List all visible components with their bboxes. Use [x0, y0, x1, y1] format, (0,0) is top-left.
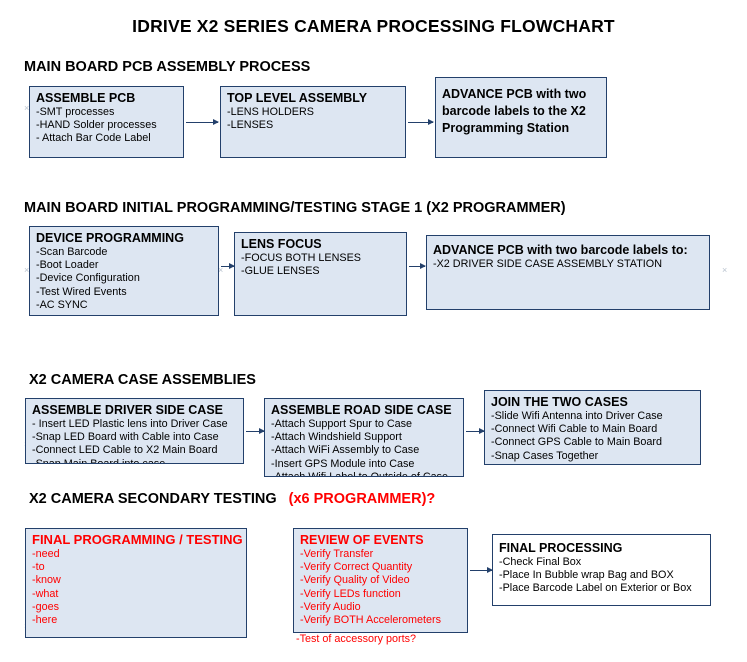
list-item: -Connect LED Cable to X2 Main Board	[32, 444, 218, 457]
list-item: -Boot Loader	[36, 259, 99, 272]
box-title: ADVANCE PCB with two barcode labels to:	[433, 243, 688, 257]
list-item: -what	[32, 587, 59, 600]
box-assemble-pcb: ASSEMBLE PCB -SMT processes -HAND Solder…	[29, 86, 184, 158]
list-item: -Connect GPS Cable to Main Board	[491, 436, 663, 449]
box-list: - Insert LED Plastic lens into Driver Ca…	[32, 418, 238, 464]
guide-tick: ×	[218, 265, 224, 275]
list-item: -Verify Transfer	[300, 548, 374, 560]
box-title: ASSEMBLE ROAD SIDE CASE	[271, 403, 452, 417]
box-title: ADVANCE PCB with two barcode labels to t…	[442, 87, 587, 135]
box-list: -Slide Wifi Antenna into Driver Case -Co…	[491, 410, 695, 464]
list-item: -GLUE LENSES	[241, 265, 320, 278]
box-title: FINAL PROCESSING	[499, 541, 623, 555]
section-heading-3: X2 CAMERA CASE ASSEMBLIES	[29, 372, 256, 388]
box-assemble-road-side-case: ASSEMBLE ROAD SIDE CASE -Attach Support …	[264, 398, 464, 477]
box-lens-focus: LENS FOCUS -FOCUS BOTH LENSES -GLUE LENS…	[234, 232, 407, 316]
list-item: -Device Configuration	[36, 272, 140, 285]
list-item: -know	[32, 574, 61, 587]
list-item: -Scan Barcode	[36, 246, 108, 258]
connector-arrow	[408, 119, 434, 125]
list-item: -Snap LED Board with Cable into Case	[32, 431, 219, 444]
connector-arrow	[409, 263, 426, 269]
box-list: -Verify Transfer -Verify Correct Quantit…	[300, 548, 462, 627]
list-item: -Attach Wifi Label to Outside of Case	[271, 470, 449, 477]
connector-arrow	[246, 428, 265, 434]
box-list: -Check Final Box -Place In Bubble wrap B…	[499, 556, 705, 596]
list-item: -Verify Correct Quantity	[300, 561, 413, 574]
list-item: -Insert GPS Module into Case	[271, 457, 415, 470]
list-item: -Connect Wifi Cable to Main Board	[491, 423, 658, 436]
list-item: -X2 DRIVER SIDE CASE ASSEMBLY STATION	[433, 258, 662, 270]
list-item: -Place In Bubble wrap Bag and BOX	[499, 569, 674, 582]
list-item: -Snap Main Board into case	[32, 457, 166, 464]
box-list: -SMT processes -HAND Solder processes - …	[36, 106, 178, 146]
box-list: -Attach Support Spur to Case -Attach Win…	[271, 418, 458, 477]
box-final-processing: FINAL PROCESSING -Check Final Box -Place…	[492, 534, 711, 606]
list-item: -goes	[32, 600, 60, 613]
list-item: -SMT processes	[36, 106, 115, 118]
box-title: TOP LEVEL ASSEMBLY	[227, 91, 368, 105]
box-list: -need -to -know -what -goes -here	[32, 548, 241, 627]
box-list: -FOCUS BOTH LENSES -GLUE LENSES	[241, 252, 401, 278]
box-assemble-driver-side-case: ASSEMBLE DRIVER SIDE CASE - Insert LED P…	[25, 398, 244, 464]
list-item: -here	[32, 614, 58, 627]
section-heading-4-text: X2 CAMERA SECONDARY TESTING	[29, 491, 277, 507]
list-item: - Insert LED Plastic lens into Driver Ca…	[32, 418, 228, 430]
box-join-the-two-cases: JOIN THE TWO CASES -Slide Wifi Antenna i…	[484, 390, 701, 465]
box-title: DEVICE PROGRAMMING	[36, 231, 184, 245]
list-item: -Attach Windshield Support	[271, 431, 402, 444]
guide-tick: ×	[24, 103, 30, 113]
list-item: -Verify Audio	[300, 600, 361, 613]
box-review-of-events: REVIEW OF EVENTS -Verify Transfer -Verif…	[293, 528, 468, 633]
box-list: -Scan Barcode -Boot Loader -Device Confi…	[36, 246, 213, 312]
box-advance-pcb-driver-side: ADVANCE PCB with two barcode labels to: …	[426, 235, 710, 310]
list-item: -Check Final Box	[499, 556, 582, 568]
section-heading-1: MAIN BOARD PCB ASSEMBLY PROCESS	[24, 59, 311, 75]
section-heading-2: MAIN BOARD INITIAL PROGRAMMING/TESTING S…	[24, 200, 566, 216]
list-item: -Snap Cases Together	[491, 449, 599, 462]
list-item: -Test Wired Events	[36, 285, 127, 298]
list-item: -Attach S/N Label to outside of case	[491, 463, 695, 464]
section-heading-4: X2 CAMERA SECONDARY TESTING (x6 PROGRAMM…	[29, 491, 435, 507]
box-advance-pcb-programming-station: ADVANCE PCB with two barcode labels to t…	[435, 77, 607, 158]
section-heading-4-note: (x6 PROGRAMMER)?	[288, 491, 436, 507]
connector-arrow	[186, 119, 219, 125]
list-item: -Verify LEDs function	[300, 587, 401, 600]
list-item: -Verify Quality of Video	[300, 574, 410, 587]
list-item: -LENS HOLDERS	[227, 106, 314, 118]
box-title: LENS FOCUS	[241, 237, 322, 251]
list-item: -to	[32, 561, 45, 574]
box-final-programming-testing: FINAL PROGRAMMING / TESTING -need -to -k…	[25, 528, 247, 638]
box-title: ASSEMBLE DRIVER SIDE CASE	[32, 403, 224, 417]
box-title: JOIN THE TWO CASES	[491, 395, 628, 409]
list-item: -HAND Solder processes	[36, 119, 157, 132]
box-list: -X2 DRIVER SIDE CASE ASSEMBLY STATION	[433, 258, 704, 271]
box-list: -LENS HOLDERS -LENSES	[227, 106, 400, 132]
box-title: ASSEMBLE PCB	[36, 91, 136, 105]
connector-arrow	[466, 428, 485, 434]
review-of-events-overflow-item: -Test of accessory ports?	[296, 633, 417, 645]
page-title: IDRIVE X2 SERIES CAMERA PROCESSING FLOWC…	[132, 16, 615, 36]
list-item: - Attach Bar Code Label	[36, 132, 151, 145]
list-item: -Verify BOTH Accelerometers	[300, 614, 441, 627]
box-device-programming: DEVICE PROGRAMMING -Scan Barcode -Boot L…	[29, 226, 219, 316]
list-item: -FOCUS BOTH LENSES	[241, 252, 361, 264]
connector-arrow	[221, 263, 235, 269]
list-item: -need	[32, 548, 60, 560]
list-item: -AC SYNC	[36, 298, 88, 311]
list-item: -Attach Support Spur to Case	[271, 418, 413, 430]
guide-tick: ×	[24, 265, 30, 275]
box-top-level-assembly: TOP LEVEL ASSEMBLY -LENS HOLDERS -LENSES	[220, 86, 406, 158]
list-item: -Slide Wifi Antenna into Driver Case	[491, 410, 663, 422]
list-item: -Attach WiFi Assembly to Case	[271, 444, 420, 457]
list-item: -Place Barcode Label on Exterior or Box	[499, 582, 692, 595]
connector-arrow	[470, 567, 493, 573]
box-title: FINAL PROGRAMMING / TESTING	[32, 532, 243, 547]
box-title: REVIEW OF EVENTS	[300, 533, 424, 547]
guide-tick: ×	[722, 265, 728, 275]
list-item: -LENSES	[227, 119, 274, 132]
